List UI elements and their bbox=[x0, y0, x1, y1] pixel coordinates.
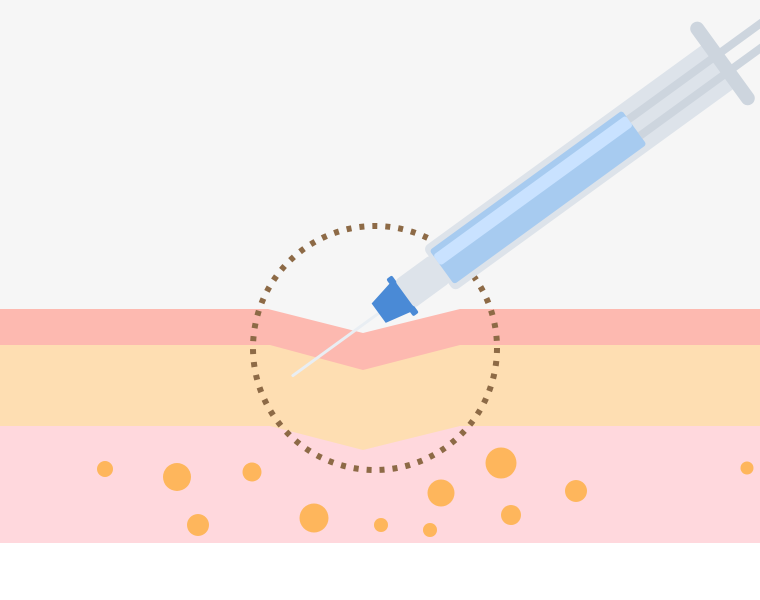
fat-cell bbox=[97, 461, 113, 477]
needle bbox=[291, 303, 392, 378]
fat-cells bbox=[97, 447, 754, 537]
plunger-rod bbox=[626, 0, 760, 123]
fat-cell bbox=[163, 463, 191, 491]
fat-cell bbox=[374, 518, 388, 532]
needle-hub bbox=[371, 282, 412, 323]
needle-hub-collar bbox=[386, 276, 419, 316]
epidermis-layer bbox=[0, 309, 760, 370]
syringe-icon bbox=[291, 0, 760, 378]
fat-cell bbox=[187, 514, 209, 536]
fat-cell bbox=[485, 447, 517, 479]
plunger-rod bbox=[637, 14, 760, 139]
syringe-fluid-highlight bbox=[434, 116, 632, 265]
fat-cell bbox=[423, 523, 437, 537]
fat-cell bbox=[427, 479, 455, 507]
fat-cell bbox=[242, 462, 262, 482]
dermis-layer bbox=[0, 344, 760, 450]
fat-cell bbox=[565, 480, 587, 502]
barrel-tip bbox=[396, 256, 449, 307]
fat-cell bbox=[501, 505, 521, 525]
background-bottom bbox=[0, 543, 760, 600]
skin-layers-icon bbox=[0, 309, 760, 543]
fat-cell bbox=[740, 461, 754, 475]
dashed-circle-icon bbox=[250, 223, 500, 473]
syringe-flange bbox=[690, 21, 755, 106]
fat-cell bbox=[299, 503, 329, 533]
